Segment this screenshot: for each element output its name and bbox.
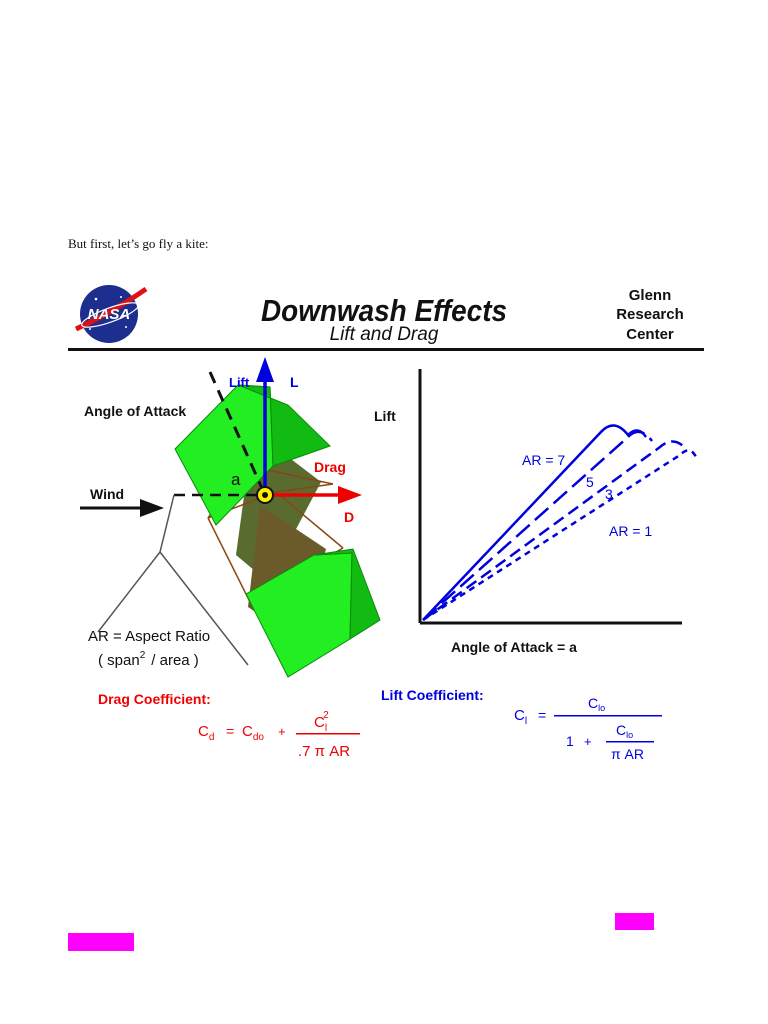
lift-coefficient-numerator: Clo [588,695,605,713]
kite-axis-line [208,371,267,496]
lift-coefficient-eq: = [538,707,546,723]
lift-coefficient-inner-denominator: π AR [611,746,644,762]
drag-coefficient-label: Drag Coefficient: [98,691,211,707]
lift-coefficient-label: Lift Coefficient: [381,687,484,703]
center-line2: Research [616,306,684,323]
center-line1: Glenn [629,287,672,304]
drag-coefficient-lhs: Cd [198,723,214,743]
lift-graph: Lift Angle of Attack = a AR = 7 5 3 AR =… [374,369,698,655]
nasa-logo: NASA [74,285,148,343]
graph-x-label: Angle of Attack = a [451,639,577,655]
lift-coefficient-den-one: 1 [566,733,574,749]
downwash-diagram: NASA Downwash Effects Lift and Drag Glen… [68,285,704,762]
lift-label: Lift [229,375,250,390]
lift-coefficient-lhs: Cl [514,707,527,727]
drag-coefficient-numerator: Cl2 [314,710,329,734]
angle-of-attack-label: Angle of Attack [84,403,186,419]
drag-coefficient-term: Cdo [242,723,264,743]
lift-arrowhead [256,357,274,382]
lift-symbol: L [290,374,299,390]
highlight-mark-right [615,913,654,930]
kite-bridle-line [97,494,175,633]
lift-coefficient-plus: + [584,734,592,749]
figure-subtitle: Lift and Drag [330,324,439,345]
drag-arrowhead [338,486,362,504]
highlight-mark-left [68,933,134,951]
drag-coefficient-denominator: .7 π AR [298,743,350,760]
curve-ar1 [422,449,698,622]
figure-title: Downwash Effects [261,293,507,328]
center-line3: Center [626,326,674,343]
graph-y-label: Lift [374,408,396,424]
aspect-ratio-label: AR = Aspect Ratio [88,628,210,645]
drag-label: Drag [314,459,346,475]
curve-label-ar1: AR = 1 [609,523,652,539]
lift-coefficient-inner-numerator: Clo [616,722,633,740]
drag-coefficient-fraction-bar [296,733,360,735]
drag-symbol: D [344,509,354,525]
kite-string-line [159,551,249,666]
nasa-logo-text: NASA [88,306,131,323]
curve-label-3: 3 [605,486,613,502]
drag-coefficient-formula: Drag Coefficient: Cd = Cdo + Cl2 .7 π AR [98,691,360,760]
alpha-symbol: a [231,470,241,489]
lift-coefficient-fraction-bar [554,715,662,717]
curve-label-ar7: AR = 7 [522,452,565,468]
curve-ar3 [422,440,687,622]
intro-text: But first, let’s go fly a kite: [68,236,209,251]
kite-illustration [174,384,381,678]
drag-coefficient-eq: = [226,723,234,739]
curve-label-5: 5 [586,474,594,490]
lift-coefficient-formula: Lift Coefficient: Cl = Clo 1 + Clo π AR [381,687,662,762]
curve-ar5 [422,430,653,621]
wind-arrowhead [140,499,164,517]
title-divider [68,348,704,351]
downwash-figure: NASA Downwash Effects Lift and Drag Glen… [68,277,704,768]
wind-label: Wind [90,486,124,502]
aspect-ratio-formula: ( span2/ area ) [98,650,199,669]
drag-coefficient-plus: + [278,724,286,739]
lift-coefficient-inner-bar [606,741,654,743]
